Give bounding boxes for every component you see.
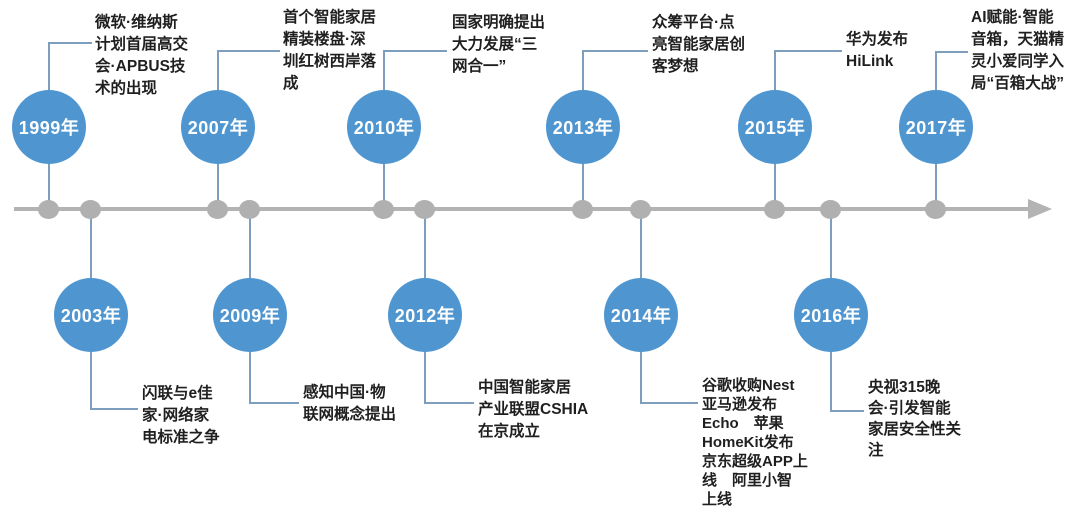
connector-line	[424, 350, 426, 404]
timeline-arrow-icon	[1028, 199, 1052, 219]
axis-dot	[572, 200, 593, 219]
year-node-2017: 2017年	[899, 90, 973, 164]
year-label: 1999年	[18, 118, 80, 138]
year-label: 2014年	[610, 306, 672, 326]
connector-line	[640, 218, 642, 279]
connector-line	[830, 350, 832, 412]
year-node-2014: 2014年	[604, 278, 678, 352]
connector-line	[383, 50, 447, 52]
connector-line	[90, 350, 92, 410]
connector-line	[249, 350, 251, 404]
connector-line	[48, 43, 50, 91]
connector-line	[217, 163, 219, 201]
connector-line	[774, 163, 776, 201]
year-node-2013: 2013年	[546, 90, 620, 164]
connector-line	[640, 402, 698, 404]
event-description: 中国智能家居 产业联盟CSHIA 在京成立	[478, 379, 589, 440]
event-description: 微软·维纳斯 计划首届高交 会·APBUS技 术的出现	[95, 14, 189, 97]
year-label: 2009年	[219, 306, 281, 326]
event-description: 感知中国·物 联网概念提出	[303, 384, 397, 423]
year-label: 2012年	[394, 306, 456, 326]
connector-line	[217, 50, 280, 52]
event-description: 华为发布 HiLink	[846, 31, 909, 70]
year-node-2015: 2015年	[738, 90, 812, 164]
year-label: 2007年	[187, 118, 249, 138]
axis-dot	[80, 200, 101, 219]
connector-line	[90, 218, 92, 279]
axis-dot	[925, 200, 946, 219]
connector-line	[582, 51, 584, 91]
connector-line	[935, 163, 937, 201]
event-description: 众筹平台·点 亮智能家居创 客梦想	[652, 14, 746, 75]
connector-line	[582, 163, 584, 201]
axis-dot	[414, 200, 435, 219]
year-label: 2016年	[800, 306, 862, 326]
year-label: 2013年	[552, 118, 614, 138]
connector-line	[383, 163, 385, 201]
axis-dot	[373, 200, 394, 219]
event-description: 国家明确提出 大力发展“三 网合一”	[452, 14, 546, 75]
connector-line	[640, 350, 642, 404]
axis-dot	[207, 200, 228, 219]
connector-line	[90, 408, 138, 410]
event-description: 首个智能家居 精装楼盘·深 圳红树西岸落 成	[283, 9, 377, 92]
axis-dot	[764, 200, 785, 219]
axis-dot	[38, 200, 59, 219]
year-node-2007: 2007年	[181, 90, 255, 164]
event-description: 央视315晚 会·引发智能 家居安全性关 注	[868, 379, 962, 459]
year-node-2012: 2012年	[388, 278, 462, 352]
year-node-2003: 2003年	[54, 278, 128, 352]
year-label: 2015年	[744, 118, 806, 138]
year-label: 2003年	[60, 306, 122, 326]
axis-dot	[820, 200, 841, 219]
connector-line	[830, 410, 864, 412]
connector-line	[935, 52, 937, 91]
year-node-2009: 2009年	[213, 278, 287, 352]
event-description: AI赋能·智能 音箱，天猫精 灵小爱同学入 局“百箱大战”	[971, 9, 1065, 92]
axis-dot	[239, 200, 260, 219]
timeline-axis	[14, 207, 1030, 211]
connector-line	[48, 42, 92, 44]
connector-line	[217, 51, 219, 91]
connector-line	[774, 50, 842, 52]
event-description: 谷歌收购Nest 亚马逊发布 Echo 苹果 HomeKit发布 京东超级APP…	[702, 377, 808, 508]
connector-line	[582, 50, 648, 52]
axis-dot	[630, 200, 651, 219]
event-description: 闪联与e佳 家·网络家 电标准之争	[142, 385, 220, 446]
connector-line	[48, 163, 50, 201]
connector-line	[249, 218, 251, 279]
connector-line	[383, 51, 385, 91]
connector-line	[830, 218, 832, 279]
year-label: 2017年	[905, 118, 967, 138]
connector-line	[935, 51, 968, 53]
year-node-2010: 2010年	[347, 90, 421, 164]
year-label: 2010年	[353, 118, 415, 138]
year-node-1999: 1999年	[12, 90, 86, 164]
connector-line	[424, 218, 426, 279]
connector-line	[774, 51, 776, 91]
connector-line	[424, 402, 474, 404]
connector-line	[249, 402, 299, 404]
year-node-2016: 2016年	[794, 278, 868, 352]
